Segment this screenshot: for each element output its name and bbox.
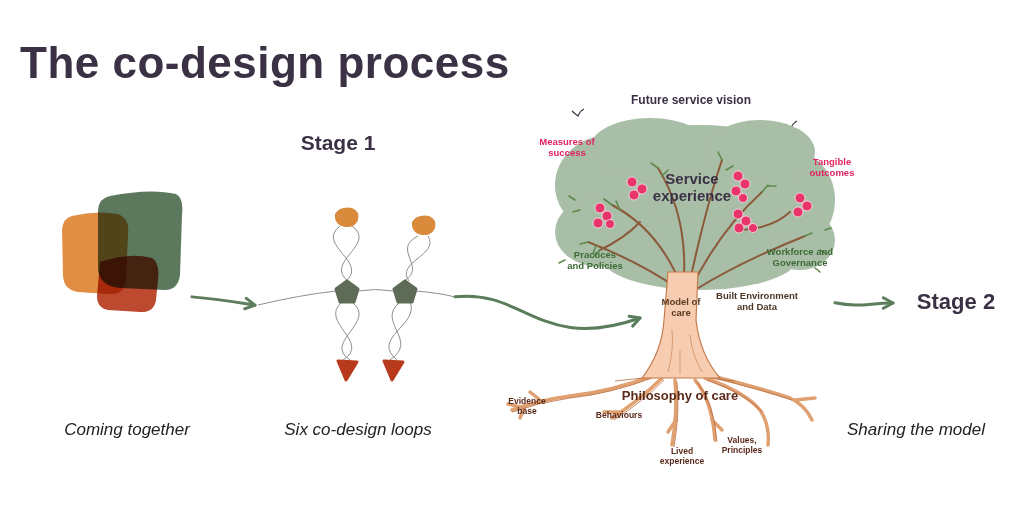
- flow-arrow: [455, 296, 640, 328]
- tree-label: Built Environment and Data: [710, 291, 805, 313]
- arrow-line: [455, 296, 640, 328]
- tree-label: Practices and Policies: [565, 250, 625, 272]
- node-label: Service experience: [642, 170, 742, 205]
- trunk-shape: [642, 272, 720, 378]
- node-label: Sharing the model: [847, 420, 977, 440]
- diagram-title: The co-design process: [20, 38, 510, 88]
- flow-arrow: [835, 298, 893, 309]
- green-pentagon: [336, 281, 358, 302]
- red-blob: [97, 256, 158, 312]
- red-triangle: [338, 361, 357, 380]
- arrow-head: [883, 298, 893, 309]
- tree-label: Measures of success: [539, 137, 595, 159]
- loop-group: Stage 1 Six co-design loops: [255, 128, 455, 446]
- green-pentagon: [394, 281, 416, 302]
- red-triangle: [384, 361, 403, 380]
- tree-label: Values, Principles: [717, 436, 767, 456]
- node-label: Future service vision: [611, 94, 771, 108]
- tree-trunk: Model of care: [640, 270, 720, 380]
- tree-label: Evidence base: [505, 397, 549, 417]
- co-design-loops: [255, 128, 455, 446]
- tree-label: Workforce and Governance: [761, 247, 839, 269]
- tree-label: Behaviours: [589, 411, 649, 421]
- arrow-line: [835, 303, 893, 305]
- orange-shape: [335, 208, 358, 228]
- node-label: Coming together: [62, 420, 192, 440]
- orange-shape: [412, 216, 435, 236]
- stage-heading: Stage 2: [911, 289, 1001, 314]
- root: [508, 375, 815, 445]
- flow-arrow: [192, 297, 255, 309]
- tree-trunk: [640, 270, 720, 380]
- tree-label: Philosophy of care: [605, 389, 755, 404]
- tree-label: Lived experience: [655, 447, 709, 467]
- arrow-head: [245, 298, 255, 308]
- arrow-head: [629, 316, 640, 326]
- tree-label: Tangible outcomes: [807, 157, 857, 179]
- node-label: Model of care: [661, 297, 701, 319]
- trunk-texture: [668, 330, 702, 374]
- node-label: Six co-design loops: [278, 420, 438, 440]
- flower: [593, 171, 812, 233]
- overlapping-blobs: [62, 185, 192, 447]
- arrow-line: [192, 297, 255, 305]
- blob-group: Coming together: [62, 185, 192, 447]
- stage-label: Stage 2Sharing the model: [893, 285, 1003, 445]
- loop-lines: [258, 226, 455, 360]
- stage-heading: Stage 1: [288, 131, 388, 155]
